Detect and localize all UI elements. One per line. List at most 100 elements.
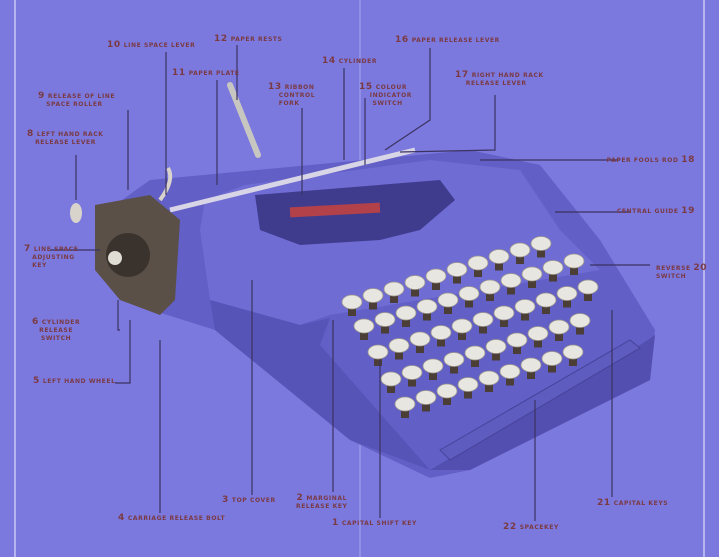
- left-rack-lever-knob: [70, 203, 82, 223]
- key-cap: [395, 305, 417, 321]
- key-stem: [495, 258, 503, 271]
- key-stem: [432, 278, 440, 290]
- key-stem: [395, 347, 403, 360]
- key-cap: [485, 339, 507, 354]
- key-stem: [450, 361, 458, 374]
- key-cap: [443, 352, 465, 367]
- key-cap: [388, 338, 410, 353]
- key-cap: [493, 305, 515, 321]
- key-cap: [458, 286, 480, 301]
- key-stem: [381, 321, 389, 334]
- key-stem: [534, 335, 542, 348]
- key-cap: [530, 236, 552, 251]
- key-cap: [472, 312, 494, 327]
- key-stem: [443, 393, 451, 405]
- key-stem: [507, 282, 515, 295]
- key-stem: [369, 297, 377, 310]
- key-cap: [521, 266, 543, 282]
- front-panel: [210, 300, 430, 470]
- key-cap: [542, 260, 564, 275]
- key-cap: [527, 326, 549, 341]
- key-stem: [548, 360, 556, 373]
- key-stem: [471, 355, 479, 367]
- key-stem: [527, 367, 535, 379]
- key-stem: [458, 328, 466, 340]
- key-stem: [374, 354, 382, 366]
- key-stem: [537, 245, 545, 258]
- key-stem: [422, 399, 430, 412]
- key-stem: [542, 302, 550, 314]
- key-cap: [569, 313, 591, 328]
- key-cap: [562, 344, 584, 360]
- left-hand-wheel-knob: [108, 251, 122, 265]
- key-cap: [416, 299, 438, 314]
- key-stem: [416, 341, 424, 353]
- key-cap: [479, 279, 501, 295]
- key-stem: [500, 315, 508, 327]
- key-stem: [453, 271, 461, 284]
- key-stem: [479, 321, 487, 334]
- key-cap: [488, 249, 510, 264]
- key-cap: [541, 351, 563, 366]
- key-cap: [430, 325, 452, 340]
- key-stem: [506, 373, 514, 386]
- key-stem: [408, 374, 416, 387]
- key-stem: [516, 252, 524, 264]
- key-cap: [415, 390, 437, 405]
- key-stem: [444, 302, 452, 314]
- key-cap: [548, 319, 570, 335]
- key-stem: [465, 295, 473, 308]
- key-cap: [506, 332, 528, 348]
- key-stem: [492, 348, 500, 361]
- line-space-lever: [158, 166, 173, 202]
- label-18: PAPER FOOLS ROD 18: [606, 155, 695, 165]
- key-cap: [425, 268, 447, 284]
- key-stem: [464, 386, 472, 399]
- key-stem: [390, 291, 398, 303]
- key-cap: [509, 242, 531, 258]
- paper-rest-arm: [227, 82, 261, 158]
- key-stem: [555, 329, 563, 341]
- ribbon: [289, 202, 381, 218]
- key-cap: [367, 344, 389, 360]
- key-cap: [383, 281, 405, 297]
- key-stem: [411, 284, 419, 297]
- key-stem: [576, 322, 584, 335]
- label-19: CENTRAL GUIDE 19: [616, 206, 695, 216]
- key-stem: [402, 315, 410, 327]
- key-stem: [437, 334, 445, 347]
- key-cap: [409, 331, 431, 347]
- key-stem: [429, 368, 437, 380]
- key-cap: [556, 286, 578, 301]
- keyboard: [341, 236, 641, 461]
- key-stem: [474, 265, 482, 277]
- key-stem: [528, 276, 536, 288]
- key-stem: [360, 328, 368, 340]
- key-stem: [401, 406, 409, 418]
- key-stem: [486, 289, 494, 301]
- key-cap: [394, 396, 416, 412]
- key-cap: [404, 275, 426, 290]
- key-cap: [380, 371, 402, 387]
- key-stem: [513, 342, 521, 354]
- key-cap: [341, 294, 363, 310]
- key-cap: [401, 365, 423, 380]
- key-cap: [422, 358, 444, 374]
- key-stem: [549, 269, 557, 282]
